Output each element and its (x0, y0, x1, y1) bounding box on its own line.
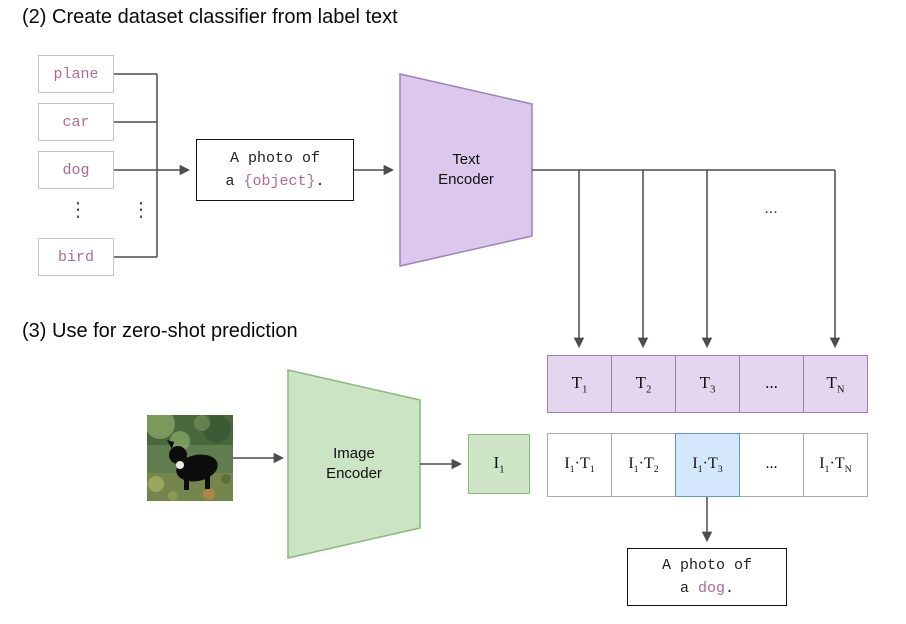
label-bracket-lines (114, 73, 158, 258)
similarity-i1tn: I1·TN (803, 433, 868, 497)
s0-dot: · (574, 454, 580, 472)
class-label-bird: bird (38, 238, 114, 276)
s4-isub: 1 (824, 464, 830, 476)
s2-dot: · (702, 454, 708, 472)
s0-t: T (579, 454, 590, 472)
t2-sub: 2 (646, 384, 652, 396)
t3-sub: 3 (710, 384, 716, 396)
prompt-line-2: a {object}. (225, 170, 324, 193)
s1-i: I (628, 454, 634, 472)
label-column-ellipsis: ⋮ (68, 199, 88, 221)
result-object-token: dog (697, 580, 725, 597)
s4-dot: · (829, 454, 835, 472)
prompt-line1-text: A photo of (229, 149, 320, 167)
result-line2-suffix: . (725, 580, 735, 597)
tn-base: T (826, 372, 837, 392)
text-embedding-t1: T1 (547, 355, 612, 413)
s1-dot: · (638, 454, 644, 472)
s0-isub: 1 (569, 464, 575, 476)
s4-t: T (834, 454, 845, 472)
image-embedding-base: I (493, 452, 500, 472)
image-embedding-box: I1 (468, 434, 530, 494)
text-encoder-shape (399, 73, 533, 267)
text-embedding-t3: T3 (675, 355, 740, 413)
result-line-1: A photo of (662, 554, 752, 577)
t2-base: T (635, 372, 647, 392)
text-embedding-ellipsis: ... (739, 355, 804, 413)
connector-column-ellipsis: ⋮ (131, 199, 151, 221)
class-label-plane: plane (38, 55, 114, 93)
prompt-object-token: {object} (243, 173, 316, 190)
s2-tsub: 3 (717, 464, 723, 476)
result-line1-text: A photo of (661, 556, 752, 574)
similarity-ellipsis: ... (739, 433, 804, 497)
t-ellipsis: ... (765, 372, 778, 392)
similarity-i1t3-highlighted: I1·T3 (675, 433, 740, 497)
class-label-car: car (38, 103, 114, 141)
prompt-line2-suffix: . (315, 173, 325, 190)
s2-isub: 1 (697, 464, 703, 476)
text-encoder-output-lines (532, 169, 841, 349)
text-encoder-label: Text Encoder (438, 151, 494, 188)
text-embedding-t2: T2 (611, 355, 676, 413)
similarity-i1t1: I1·T1 (547, 433, 612, 497)
section-3-heading: (3) Use for zero-shot prediction (22, 320, 298, 342)
image-embedding-value: I1 (494, 453, 505, 475)
s0-tsub: 1 (589, 464, 595, 476)
similarity-i1t2: I1·T2 (611, 433, 676, 497)
s2-t: T (707, 454, 718, 472)
similarity-row: I1·T1 I1·T2 I1·T3 ... I1·TN (547, 433, 868, 497)
text-embedding-row: T1 T2 T3 ... TN (547, 355, 868, 413)
result-line2-prefix: a (679, 580, 698, 597)
image-embedding-sub: 1 (499, 464, 505, 476)
s4-i: I (819, 454, 825, 472)
image-encoder-shape (287, 369, 421, 559)
s1-t: T (643, 454, 654, 472)
result-line-2: a dog. (680, 577, 734, 600)
t1-base: T (571, 372, 583, 392)
fanout-ellipsis: ... (764, 200, 778, 217)
prompt-template-box: A photo of a {object}. (196, 139, 354, 201)
t1-sub: 1 (582, 384, 588, 396)
class-label-dog: dog (38, 151, 114, 189)
prompt-line2-prefix: a (225, 173, 244, 190)
image-encoder-label: Image Encoder (326, 445, 382, 482)
s0-i: I (564, 454, 570, 472)
s1-isub: 1 (633, 464, 639, 476)
prompt-line-1: A photo of (230, 147, 320, 170)
t3-base: T (699, 372, 711, 392)
dog-photo (147, 415, 233, 501)
tn-sub: N (836, 384, 845, 396)
s4-tsub: N (844, 464, 852, 476)
section-2-heading: (2) Create dataset classifier from label… (22, 6, 398, 28)
s2-i: I (692, 454, 698, 472)
prediction-result-box: A photo of a dog. (627, 548, 787, 606)
text-embedding-tn: TN (803, 355, 868, 413)
s3-i: ... (765, 454, 778, 472)
s1-tsub: 2 (653, 464, 659, 476)
